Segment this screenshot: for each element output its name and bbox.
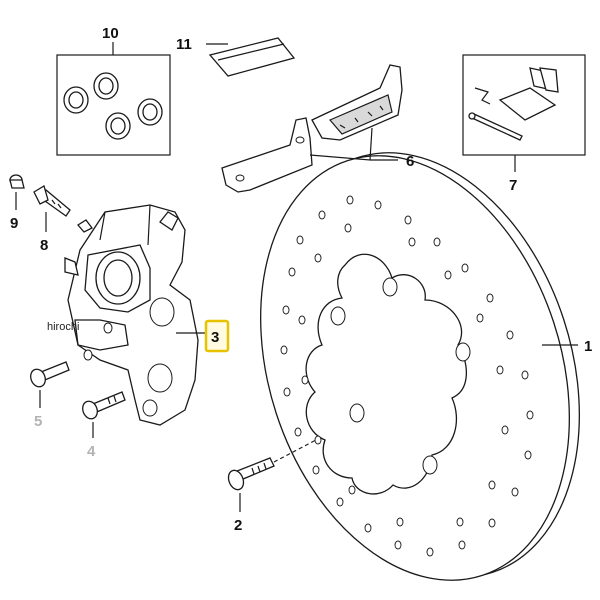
- callout-4[interactable]: 4: [87, 443, 96, 460]
- pad-fitting-kit[interactable]: [468, 67, 559, 141]
- callout-7[interactable]: 7: [509, 177, 517, 194]
- caliper-seal-kit[interactable]: [63, 72, 163, 140]
- callout-1[interactable]: 1: [584, 338, 592, 355]
- disc-bolt[interactable]: [226, 457, 275, 492]
- disc-vent-holes: [280, 195, 534, 557]
- callout-2[interactable]: 2: [234, 517, 242, 534]
- caliper-mount-hole: [149, 297, 175, 327]
- bleed-cap[interactable]: [9, 174, 25, 189]
- grease-sachet[interactable]: [208, 37, 296, 77]
- callout-5[interactable]: 5: [34, 413, 42, 430]
- part-7-frame: [462, 54, 586, 156]
- brake-pads[interactable]: [221, 64, 403, 193]
- brake-disc[interactable]: [209, 113, 600, 600]
- brake-caliper[interactable]: [64, 204, 199, 426]
- pad-friction-material: [329, 94, 393, 135]
- caliper-mount-hole: [147, 363, 173, 393]
- bolt-2-axis: [273, 439, 317, 463]
- disc-inner-cutout: [305, 253, 468, 495]
- bleed-valve[interactable]: [33, 185, 71, 217]
- carrier-bolt-hole: [455, 342, 471, 362]
- callout-6[interactable]: 6: [406, 153, 414, 170]
- callout-11[interactable]: 11: [176, 36, 192, 53]
- callout-9[interactable]: 9: [10, 215, 18, 232]
- watermark: hirochi: [47, 321, 79, 333]
- caliper-bolt-5[interactable]: [28, 361, 70, 389]
- callout-8[interactable]: 8: [40, 237, 48, 254]
- leader-6: [309, 127, 398, 161]
- carrier-bolt-hole: [349, 403, 365, 423]
- callout-3-highlight: [204, 319, 230, 353]
- carrier-bolt-hole: [330, 306, 346, 326]
- carrier-bolt-hole: [422, 455, 438, 475]
- callout-3[interactable]: 3: [211, 329, 219, 346]
- callout-10[interactable]: 10: [102, 25, 119, 42]
- caliper-bolt-4[interactable]: [80, 391, 126, 421]
- carrier-bolt-hole: [382, 277, 398, 297]
